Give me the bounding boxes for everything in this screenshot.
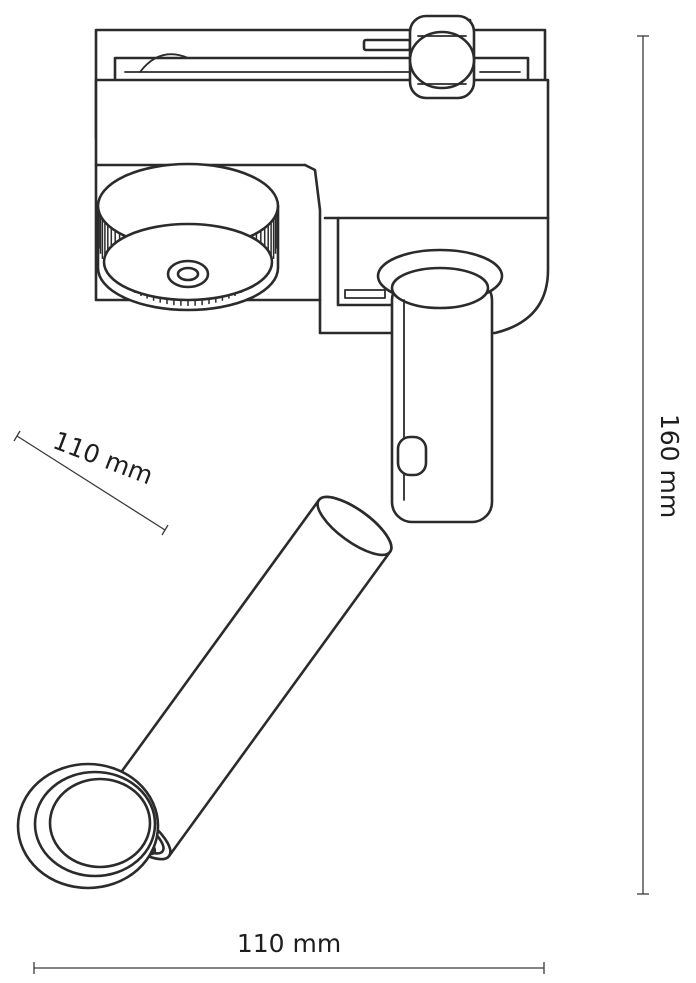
lens-opening bbox=[16, 762, 160, 890]
width-dimension-line bbox=[33, 962, 545, 974]
width-label: 110 mm bbox=[237, 929, 341, 958]
support-arm bbox=[376, 248, 504, 524]
locking-knob bbox=[408, 14, 476, 100]
depth-label: 110 mm bbox=[49, 426, 157, 490]
height-dimension-line bbox=[637, 35, 649, 895]
height-label: 160 mm bbox=[655, 414, 684, 518]
knurled-ring bbox=[96, 162, 280, 312]
depth-dimension-line bbox=[13, 430, 169, 536]
